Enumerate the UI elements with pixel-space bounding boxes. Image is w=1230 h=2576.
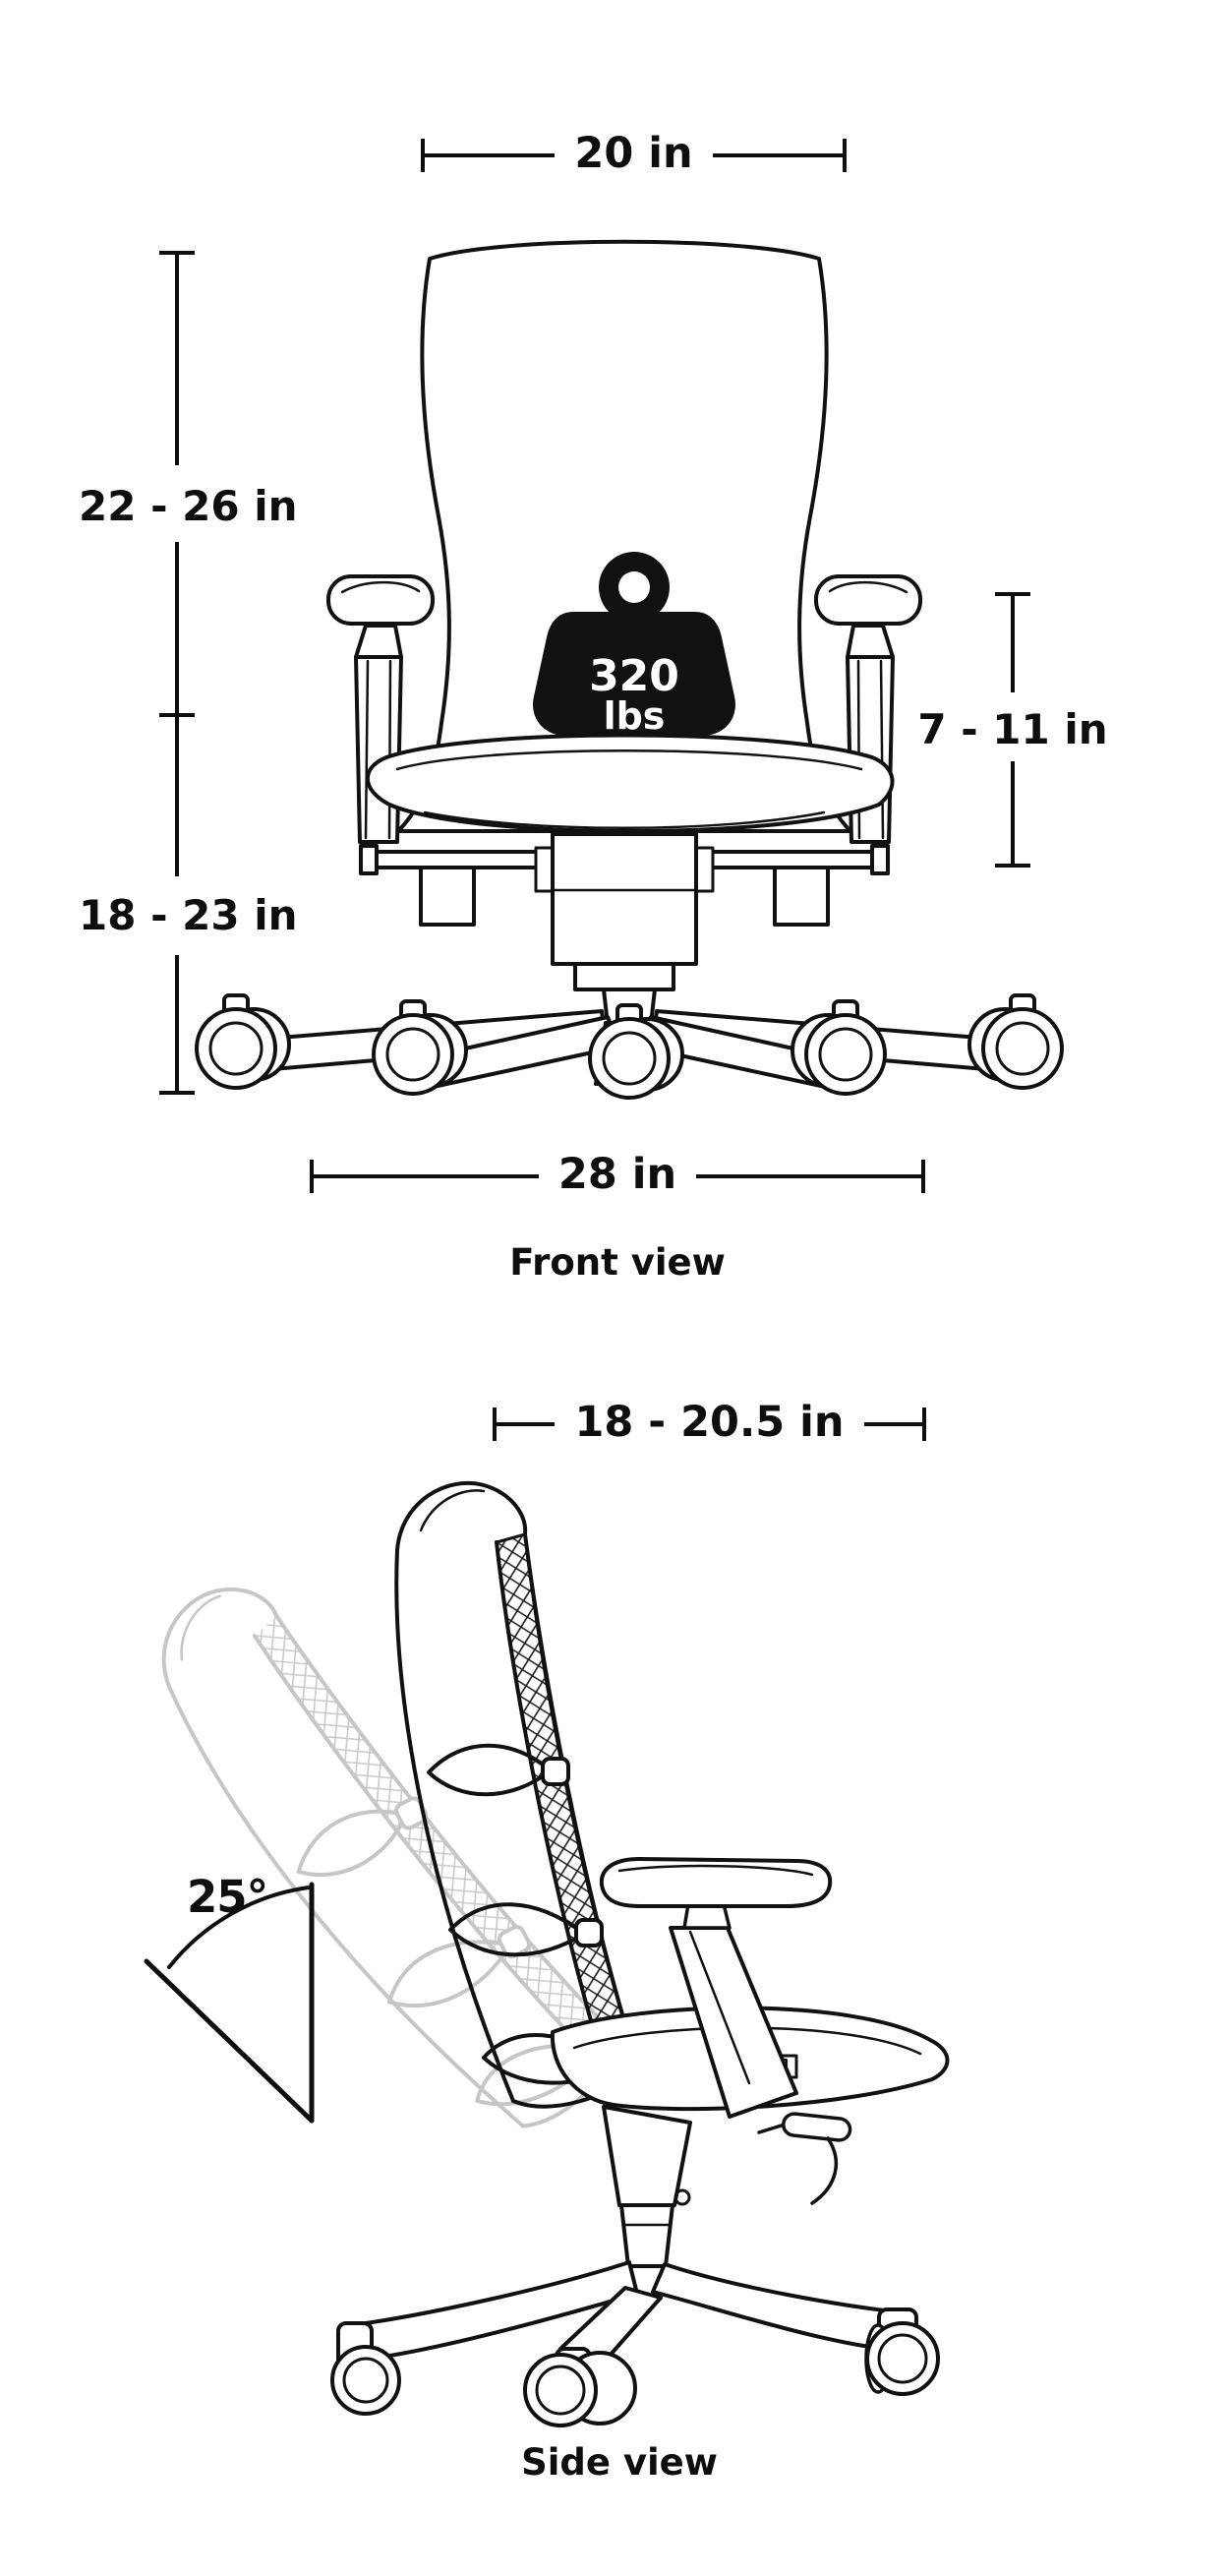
dimension-tick [995, 864, 1030, 868]
dimension-line [1011, 761, 1015, 864]
recline-angle-annotation [144, 1882, 315, 2124]
dimension-line [863, 1422, 923, 1426]
dimension-label: 28 in [557, 1149, 677, 1199]
dimension-label: 18 - 23 in [79, 891, 298, 939]
front-caster-wheel [967, 993, 1064, 1090]
dimension-line [497, 1422, 556, 1426]
chair-side-illustration [137, 1480, 950, 2427]
dimension-chair-height: 22 - 26 in 18 - 23 in [79, 251, 298, 1095]
height-lever [757, 2112, 852, 2205]
side-caster-wheel [330, 2345, 401, 2416]
front-caster-wheel [791, 999, 887, 1096]
dimension-line [1011, 592, 1015, 692]
dimension-line [314, 1174, 539, 1178]
side-armrest [599, 1857, 833, 2119]
dimension-tick [843, 139, 848, 172]
dimension-label: 20 in [574, 128, 693, 178]
dimension-backrest-width: 20 in [421, 128, 848, 179]
front-seat [365, 733, 895, 833]
weight-capacity-icon: 320 lbs [533, 552, 735, 738]
weight-capacity-unit: lbs [604, 694, 666, 738]
front-view-caption: Front view [509, 1241, 726, 1284]
dimension-tick [310, 1160, 314, 1193]
dimension-line [712, 153, 844, 157]
dimension-tick [922, 1408, 927, 1441]
dimension-tick [921, 1160, 926, 1193]
dimension-tick [493, 1408, 497, 1441]
side-base [336, 2203, 918, 2390]
dimension-label: 22 - 26 in [79, 482, 298, 530]
dimension-base-width: 28 in [310, 1149, 926, 1200]
front-caster-wheel [372, 999, 468, 1096]
dimension-armrest-height: 7 - 11 in [890, 592, 1136, 868]
weight-capacity-value: 320 [589, 651, 679, 701]
side-caster-wheel [523, 2351, 637, 2427]
recline-angle-label: 25° [187, 1871, 268, 1923]
side-caster-wheel [864, 2321, 940, 2396]
dimension-tick [159, 713, 195, 717]
side-backrest [394, 1480, 641, 2109]
dimension-label: 18 - 20.5 in [574, 1397, 845, 1447]
dimension-seat-depth: 18 - 20.5 in [493, 1397, 927, 1448]
dimension-line [175, 251, 179, 465]
dimension-line [175, 542, 179, 876]
dimension-label: 7 - 11 in [917, 705, 1108, 753]
chair-front-illustration: 320 lbs [195, 239, 1064, 1100]
dimension-tick [159, 1091, 195, 1095]
side-view-caption: Side view [521, 2441, 718, 2484]
dimension-line [696, 1174, 922, 1178]
dimension-line [425, 153, 556, 157]
dimension-tick [421, 139, 425, 172]
dimension-line [175, 955, 179, 1095]
front-seat-mechanism [359, 832, 890, 991]
